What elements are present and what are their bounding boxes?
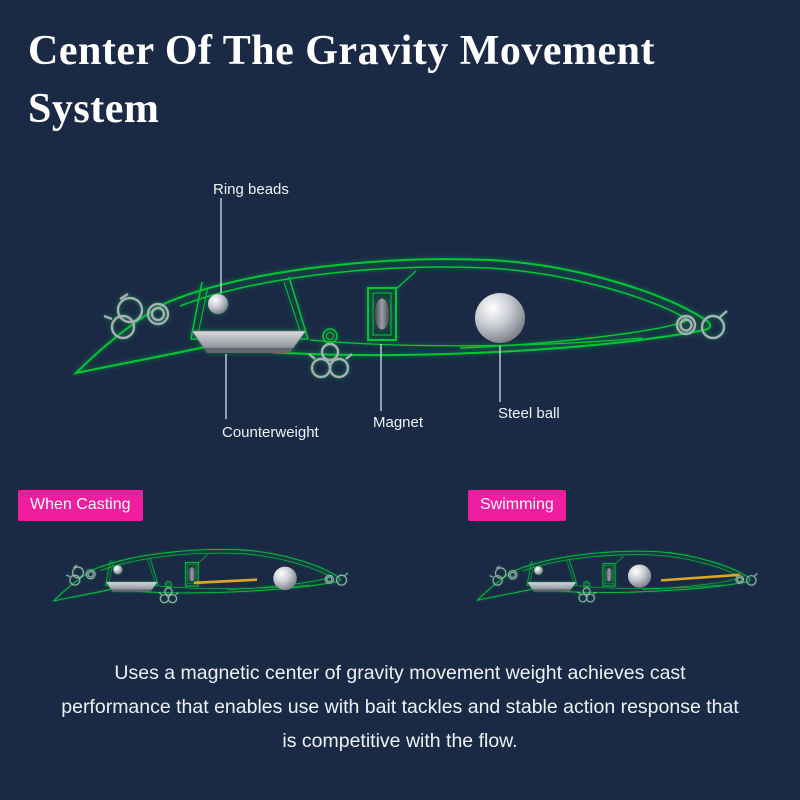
leader-lines: [220, 198, 501, 419]
spring-track: [193, 578, 258, 585]
lure-body: [74, 257, 729, 379]
spring-track: [660, 573, 740, 582]
counterweight-label: Counterweight: [222, 424, 320, 441]
page-title-line1: Center Of The Gravity Movement: [28, 28, 655, 74]
magnet-label: Magnet: [373, 414, 424, 431]
steel-ball: [273, 566, 297, 591]
page-title: Center Of The Gravity Movement System: [28, 22, 768, 138]
main-lure-diagram: Ring beads Counterweight Magnet Steel ba…: [74, 181, 729, 441]
swimming-lure-diagram: [476, 550, 758, 603]
steel-ball: [627, 564, 652, 588]
description-block: Uses a magnetic center of gravity moveme…: [40, 656, 760, 758]
ring-beads-label: Ring beads: [213, 181, 289, 198]
lure-body: [53, 548, 349, 604]
casting-lure-diagram: [53, 548, 349, 604]
page-title-line2: System: [28, 86, 160, 132]
steel-ball: [475, 293, 525, 343]
steel-ball-label: Steel ball: [498, 405, 560, 422]
swimming-badge: Swimming: [468, 490, 566, 521]
casting-badge: When Casting: [18, 490, 143, 521]
description-text: Uses a magnetic center of gravity moveme…: [61, 662, 739, 752]
